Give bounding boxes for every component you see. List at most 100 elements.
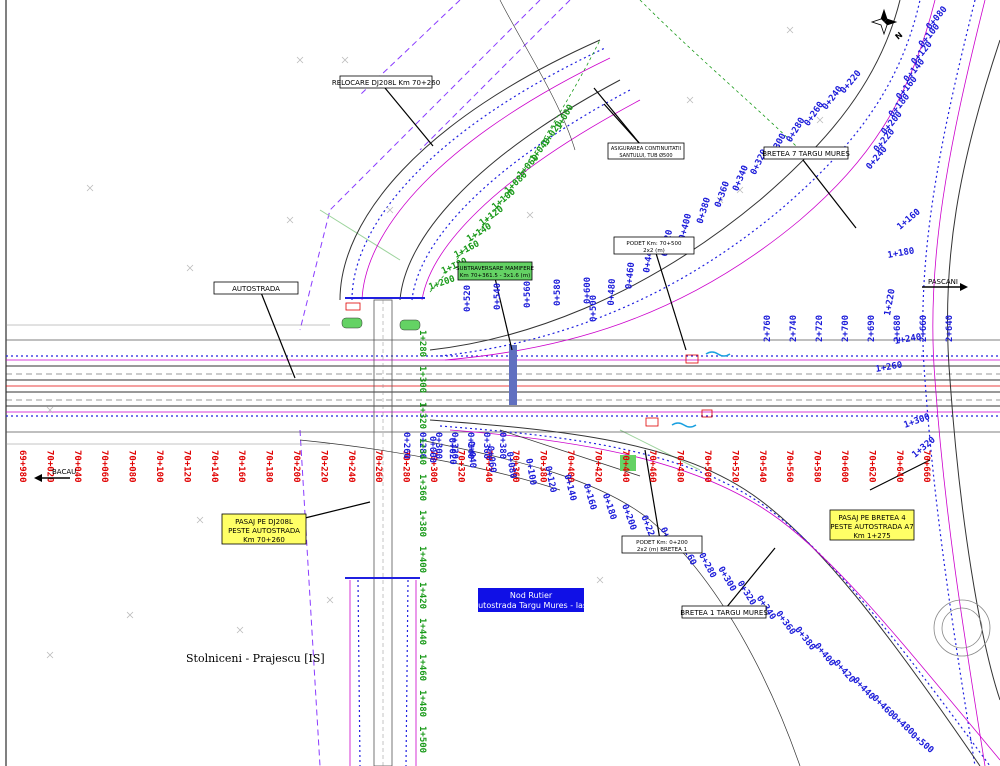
location-caption: Stolniceni - Prajescu [IS] — [186, 652, 325, 665]
km-label: 1+380 — [417, 510, 427, 537]
km-label: 0+000 — [427, 436, 437, 463]
survey-marker-icon — [286, 216, 294, 224]
km-label: 1+300 — [417, 366, 427, 393]
km-label: 2+680 — [893, 315, 903, 342]
title-line-2: Autostrada Targu Mures - Iasi — [473, 601, 590, 610]
km-label: 2+740 — [789, 315, 799, 342]
km-label: 0+460 — [624, 262, 637, 290]
km-label: 70+060 — [99, 450, 109, 483]
km-label: 0+580 — [553, 279, 563, 306]
km-label: 70+020 — [44, 450, 54, 483]
survey-marker-icon — [196, 516, 204, 524]
km-label: 1+180 — [887, 246, 915, 261]
callout-text: PASAJ PE BRETEA 4 — [838, 514, 906, 522]
km-label: 1+340 — [417, 438, 427, 465]
survey-marker-icon — [296, 56, 304, 64]
callout-bretea7: BRETEA 7 TARGU MURES — [762, 146, 850, 160]
survey-marker-icon — [186, 264, 194, 272]
callout-text: ASIGURAREA CONTINUITATII — [611, 146, 681, 152]
km-label: 70+340 — [483, 450, 493, 483]
survey-markers — [46, 26, 824, 659]
callout-text: 2x2 (m) — [643, 248, 665, 254]
km-label: 2+760 — [763, 315, 773, 342]
auxiliary-lines — [319, 209, 701, 471]
callout-bretea1: BRETEA 1 TARGU MURES — [680, 605, 768, 619]
survey-marker-icon — [526, 211, 534, 219]
callout-podet-bottom: PODET Km: 0+200 2x2 (m) BRETEA 1 — [621, 535, 703, 554]
km-label: 2+720 — [815, 315, 825, 342]
km-label: 70+500 — [702, 450, 712, 483]
survey-marker-icon — [736, 186, 744, 194]
km-label: 70+360 — [510, 450, 520, 483]
km-label: 70+560 — [784, 450, 794, 483]
callout-pasaj-bretea4: PASAJ PE BRETEA 4 PESTE AUTOSTRADA A7 Km… — [829, 509, 915, 541]
survey-marker-icon — [341, 56, 349, 64]
callout-podet-top: PODET Km: 70+500 2x2 (m) — [613, 236, 695, 255]
km-label: 0+040 — [465, 441, 477, 469]
survey-marker-icon — [596, 576, 604, 584]
km-label: 70+600 — [839, 450, 849, 483]
km-label: 0+360 — [481, 432, 491, 459]
callout-text: SUBTRAVERSARE MAMIFERE — [456, 266, 534, 272]
km-label: 70+220 — [318, 450, 328, 483]
km-label: 69+980 — [17, 450, 27, 483]
km-label: 0+260 — [401, 432, 411, 459]
km-label: 70+480 — [675, 450, 685, 483]
arrow-left-icon — [34, 474, 42, 482]
km-label: 70+320 — [455, 450, 465, 483]
seal-stamp — [933, 599, 991, 657]
km-label: 1+360 — [417, 474, 427, 501]
callout-text: PESTE AUTOSTRADA — [228, 527, 300, 535]
km-label: 70+200 — [291, 450, 301, 483]
callout-asigurarea: ASIGURAREA CONTINUITATII SANTULUI, TUB Ø… — [607, 142, 685, 160]
km-label: 1+480 — [417, 690, 427, 717]
km-label: 70+100 — [154, 450, 164, 483]
km-label: 2+690 — [867, 315, 877, 342]
km-label: 1+400 — [417, 546, 427, 573]
survey-marker-icon — [816, 116, 824, 124]
km-label: 2+660 — [919, 315, 929, 342]
km-label: 70+240 — [346, 450, 356, 483]
callout-autostrada: AUTOSTRADA — [213, 281, 299, 295]
km-label: 2+640 — [945, 315, 955, 342]
km-label: 0+080 — [504, 451, 518, 479]
km-label: 0+300 — [433, 432, 443, 459]
km-label: 1+240 — [894, 332, 922, 347]
km-label: 70+080 — [127, 450, 137, 483]
km-label: 70+640 — [894, 450, 904, 483]
direction-label: BACAU — [52, 468, 76, 476]
callout-text: PODET Km: 70+500 — [626, 241, 682, 247]
km-label: 70+300 — [428, 450, 438, 483]
km-label: 70+520 — [729, 450, 739, 483]
survey-marker-icon — [126, 611, 134, 619]
km-label: 0+280 — [417, 432, 427, 459]
callout-text: 2x2 (m) BRETEA 1 — [637, 547, 687, 553]
km-label: 70+260 — [373, 450, 383, 483]
arrow-right-icon — [960, 283, 968, 291]
km-label: 0+480 — [607, 278, 618, 306]
km-label: 1+440 — [417, 618, 427, 645]
dj208l-km-labels: 1+2801+3001+3201+3401+3601+3801+4001+420… — [417, 330, 427, 753]
north-arrow-icon: N — [870, 8, 905, 42]
km-label: 70+620 — [866, 450, 876, 483]
north-label: N — [894, 30, 905, 41]
km-label: 0+380 — [497, 432, 507, 459]
km-label: 70+460 — [647, 450, 657, 483]
leader-lines — [259, 87, 931, 609]
direction-label: PASCANI — [928, 278, 958, 286]
km-label: 1+260 — [875, 360, 903, 375]
callout-text: AUTOSTRADA — [232, 285, 280, 293]
title-box: Nod Rutier Autostrada Targu Mures - Iasi — [473, 588, 590, 612]
survey-marker-icon — [786, 26, 794, 34]
km-label: 1+420 — [417, 582, 427, 609]
callout-text: Km 1+275 — [853, 532, 890, 540]
dj208l-road — [339, 39, 641, 766]
survey-marker-icon — [86, 184, 94, 192]
callout-text: BRETEA 7 TARGU MURES — [762, 150, 850, 158]
callout-text: SANTULUI, TUB Ø500 — [619, 152, 672, 159]
km-label: 70+400 — [565, 450, 575, 483]
